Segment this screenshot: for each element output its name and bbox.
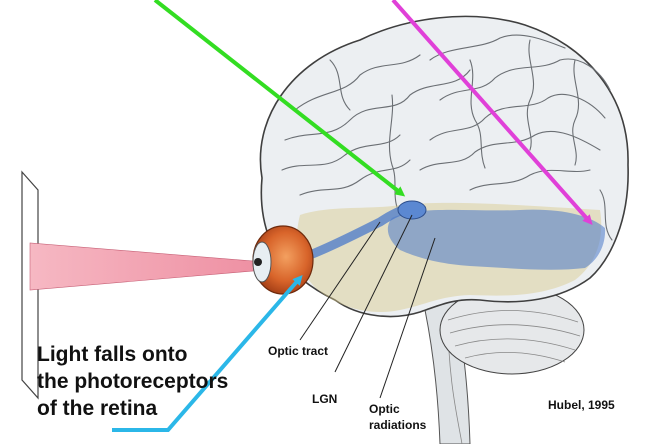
light-beam <box>30 243 265 290</box>
credit-label: Hubel, 1995 <box>548 398 615 412</box>
caption-line-3: of the retina <box>37 396 157 421</box>
eye <box>253 226 313 294</box>
caption-line-2: the photoreceptors <box>37 369 228 394</box>
caption-line-1: Light falls onto <box>37 342 187 367</box>
optic-radiations-label-2: radiations <box>369 418 426 432</box>
optic-radiations-label-1: Optic <box>369 402 400 416</box>
brain <box>260 16 628 316</box>
optic-tract-label: Optic tract <box>268 344 328 358</box>
lgn-label: LGN <box>312 392 337 406</box>
